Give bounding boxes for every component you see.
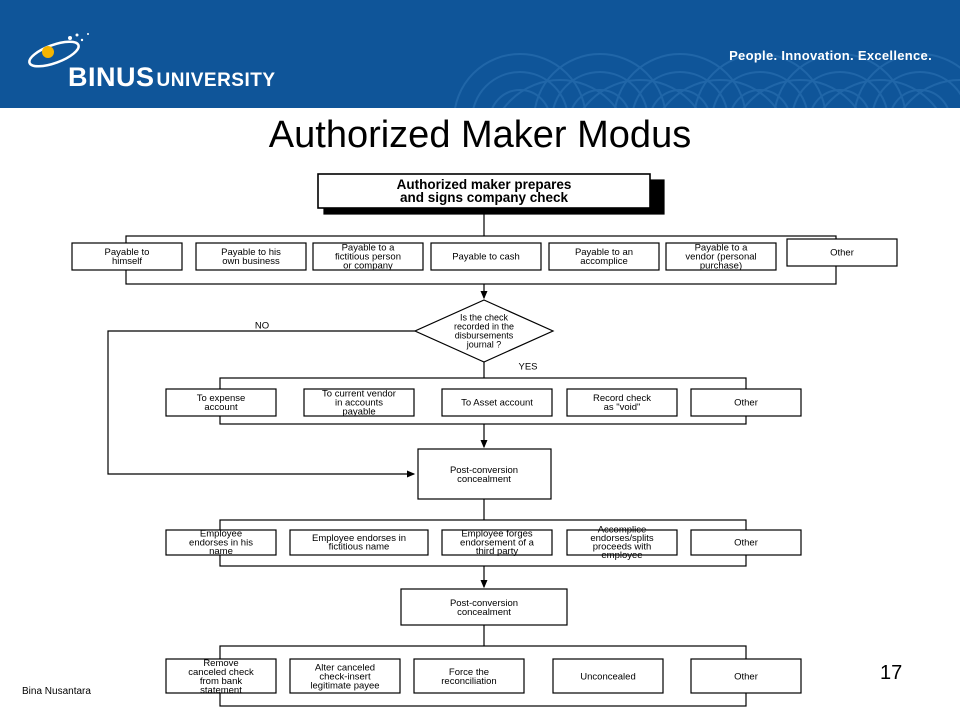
final-label: Other <box>734 671 758 682</box>
payee-box <box>786 238 898 267</box>
endorsement-box <box>441 529 553 556</box>
wave-pattern <box>454 53 960 108</box>
concealment-box-2 <box>400 588 568 626</box>
final-box <box>165 658 277 694</box>
concealment-box-1 <box>417 448 552 500</box>
final-label: Unconcealed <box>580 671 635 682</box>
final-box <box>552 658 664 694</box>
payee-box <box>548 242 660 271</box>
payee-label: Payable to cash <box>452 251 520 262</box>
recording-box <box>441 388 553 417</box>
slide-title: Authorized Maker Modus <box>268 114 692 156</box>
endorsement-box <box>165 529 277 556</box>
endorsement-label: Other <box>734 537 758 548</box>
tagline: People. Innovation. Excellence. <box>729 48 932 63</box>
payee-box <box>195 242 307 271</box>
recording-box <box>303 388 415 417</box>
final-box <box>690 658 802 694</box>
start-box <box>317 173 651 209</box>
footer-text: Bina Nusantara <box>22 686 91 697</box>
recording-box <box>690 388 802 417</box>
logo-subtext: UNIVERSITY <box>156 70 276 91</box>
payee-box <box>312 242 424 271</box>
page-number: 17 <box>880 662 903 684</box>
payee-box <box>430 242 542 271</box>
endorsement-box <box>566 529 678 556</box>
payee-label: Other <box>830 247 854 258</box>
payee-box <box>71 242 183 271</box>
logo-text: BINUS <box>68 62 155 92</box>
recording-box <box>566 388 678 417</box>
endorsement-box <box>690 529 802 556</box>
no-label: NO <box>255 320 269 331</box>
binus-logo-icon <box>28 33 89 68</box>
final-box <box>413 658 525 694</box>
yes-label: YES <box>518 361 537 372</box>
recording-label: To Asset account <box>461 397 533 408</box>
recording-box <box>165 388 277 417</box>
endorsement-box <box>289 529 429 556</box>
final-box <box>289 658 401 694</box>
payee-box <box>665 242 777 271</box>
recording-label: Other <box>734 397 758 408</box>
